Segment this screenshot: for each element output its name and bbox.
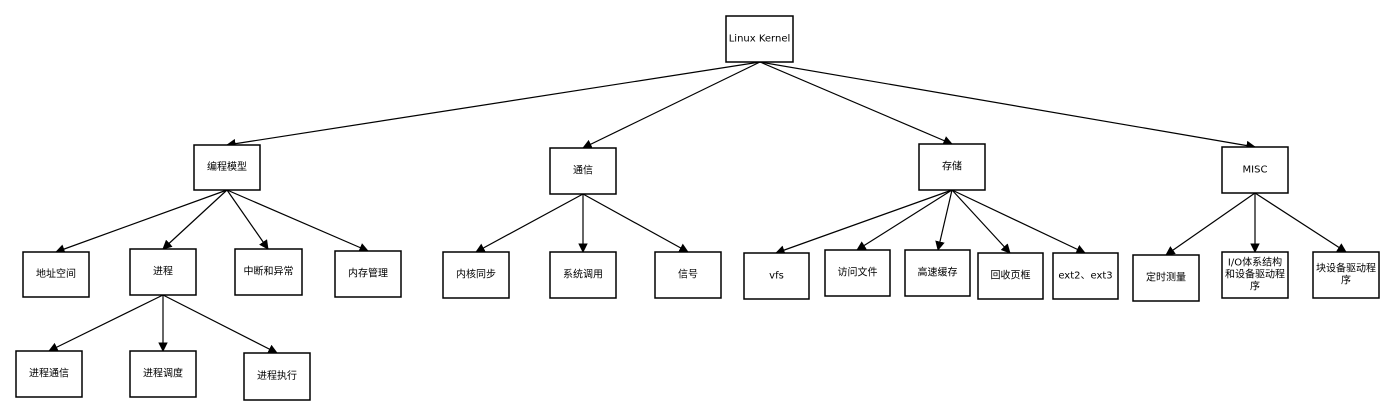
node-communication[interactable]: 通信	[549, 147, 617, 195]
edge-comm-signals	[582, 193, 689, 253]
node-label-line: 块设备驱动程	[1316, 262, 1376, 275]
node-storage[interactable]: 存储	[918, 143, 986, 191]
edge-pm-address-space	[55, 189, 228, 254]
edge-misc-timing	[1165, 192, 1256, 256]
node-label: MISC	[1243, 165, 1268, 176]
node-timing[interactable]: 定时测量	[1132, 254, 1200, 302]
edge-root-storage	[759, 61, 953, 146]
edge-storage-file-access	[856, 189, 953, 251]
node-label: 进程执行	[257, 369, 297, 382]
edge-storage-cache	[935, 189, 953, 251]
node-label: 进程调度	[143, 367, 183, 380]
node-label: 信号	[678, 269, 698, 281]
node-syscalls[interactable]: 系统调用	[549, 251, 617, 299]
edge-process-execution	[162, 294, 278, 354]
edge-storage-vfs	[775, 189, 953, 255]
node-label: vfs	[769, 271, 784, 282]
node-address-space[interactable]: 地址空间	[22, 251, 90, 298]
node-linux-kernel[interactable]: Linux Kernel	[725, 15, 794, 63]
node-scheduling[interactable]: 进程调度	[129, 350, 197, 398]
node-label-line: 序	[1341, 274, 1351, 287]
node-io-architecture[interactable]: I/O体系结构 和设备驱动程 序	[1221, 251, 1289, 299]
node-ext[interactable]: ext2、ext3	[1052, 252, 1119, 300]
edge-pm-process	[162, 189, 228, 250]
node-page-reclaim[interactable]: 回收页框	[977, 252, 1044, 300]
node-vfs[interactable]: vfs	[743, 252, 810, 300]
node-programming-model[interactable]: 编程模型	[193, 144, 261, 191]
node-label: 进程	[153, 266, 173, 278]
edge-storage-ext	[951, 189, 1086, 254]
node-label: 回收页框	[991, 269, 1031, 282]
node-label: 内核同步	[456, 268, 496, 281]
edge-root-misc	[759, 61, 1256, 151]
node-memory-management[interactable]: 内存管理	[334, 250, 402, 298]
node-ipc[interactable]: 进程通信	[15, 350, 83, 398]
node-label: Linux Kernel	[729, 34, 791, 45]
edge-storage-page-reclaim	[951, 189, 1011, 254]
edge-root-programming-model	[226, 61, 761, 149]
node-label-line: 序	[1250, 280, 1260, 293]
node-label: 系统调用	[563, 268, 603, 281]
node-label: 编程模型	[207, 160, 247, 173]
node-label: 存储	[942, 160, 962, 173]
node-kernel-sync[interactable]: 内核同步	[442, 251, 510, 299]
edge-comm-sync	[475, 193, 584, 253]
edge-process-ipc	[48, 294, 164, 352]
node-label: ext2、ext3	[1058, 271, 1112, 282]
node-label: 访问文件	[838, 266, 878, 279]
node-block-driver[interactable]: 块设备驱动程 序	[1312, 251, 1380, 299]
node-signals[interactable]: 信号	[654, 251, 722, 299]
node-cache[interactable]: 高速缓存	[904, 249, 971, 297]
node-label: 中断和异常	[244, 265, 294, 278]
node-interrupts[interactable]: 中断和异常	[234, 248, 303, 296]
edge-root-communication	[582, 61, 761, 149]
node-misc[interactable]: MISC	[1221, 146, 1289, 194]
node-label-line: 和设备驱动程	[1225, 268, 1285, 281]
node-label-line: I/O体系结构	[1228, 256, 1282, 269]
node-label: 地址空间	[36, 267, 76, 280]
node-label: 高速缓存	[918, 266, 958, 279]
edges	[48, 61, 1347, 354]
node-process[interactable]: 进程	[129, 248, 197, 296]
edge-misc-block	[1254, 192, 1347, 253]
node-execution[interactable]: 进程执行	[243, 352, 311, 401]
node-label: 进程通信	[29, 368, 69, 380]
node-file-access[interactable]: 访问文件	[824, 249, 891, 297]
node-label: 内存管理	[348, 267, 388, 280]
node-label: 通信	[573, 165, 593, 177]
edge-pm-memory	[226, 189, 369, 252]
edge-pm-interrupts	[226, 189, 269, 250]
node-label: 定时测量	[1146, 271, 1186, 284]
